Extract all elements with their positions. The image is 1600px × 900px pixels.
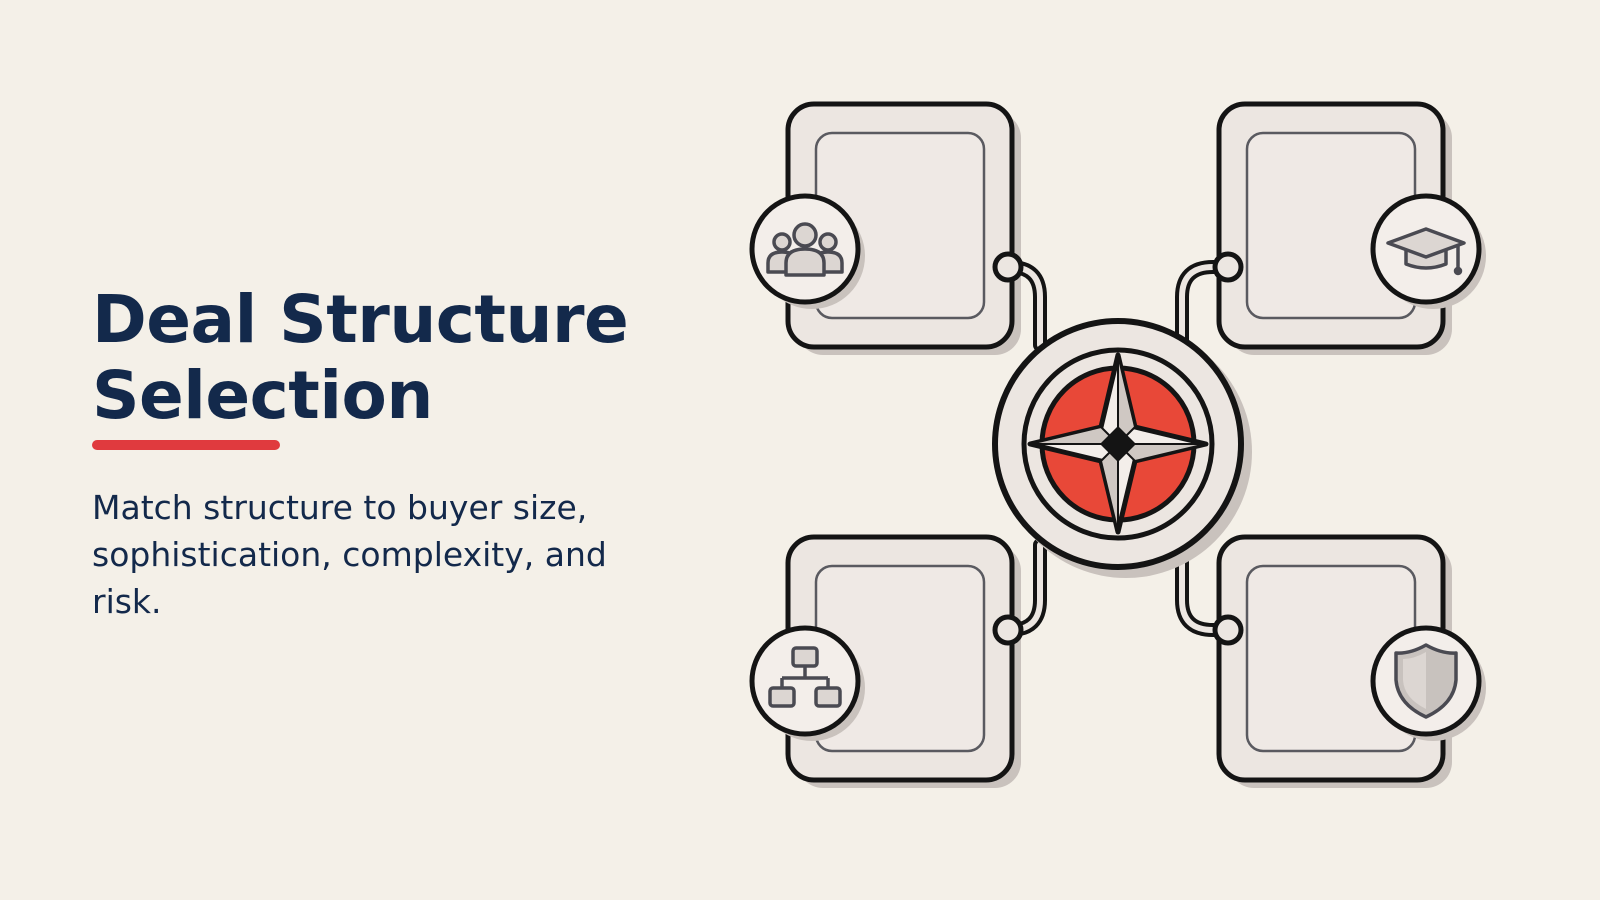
badge-structure <box>749 625 865 741</box>
slide-subtitle: Match structure to buyer size, sophistic… <box>92 488 607 621</box>
people-group-icon <box>766 222 844 277</box>
slide-title: Deal Structure Selection <box>92 281 629 434</box>
compass-icon <box>1027 352 1209 535</box>
title-underline <box>92 440 280 450</box>
text-panel: Deal Structure Selection Match structure… <box>92 282 652 625</box>
badge-risk <box>1370 625 1486 741</box>
connector-nodes <box>992 251 1244 646</box>
badge-people <box>749 193 865 309</box>
graduation-cap-icon <box>1386 227 1466 276</box>
compass-hub <box>992 318 1252 578</box>
org-chart-icon <box>768 646 842 708</box>
deal-structure-diagram <box>749 101 1486 788</box>
badge-education <box>1370 193 1486 309</box>
shield-icon <box>1394 643 1458 719</box>
